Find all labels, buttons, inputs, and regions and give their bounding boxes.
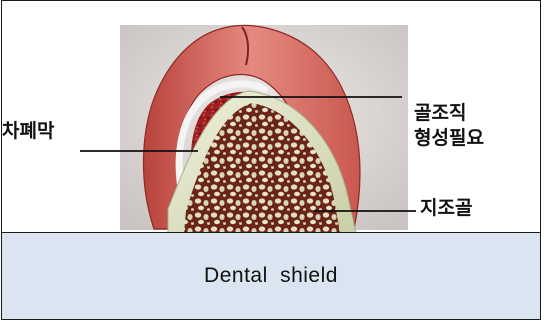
label-bone-formation-line2: 형성필요: [414, 128, 484, 150]
caption-band: Dental shield: [2, 233, 540, 319]
dental-illustration: 차폐막 골조직 형성필요 지조골: [2, 1, 540, 233]
label-bone-formation-line1: 골조직: [414, 103, 466, 125]
label-alveolar-bone: 지조골: [420, 198, 472, 220]
caption-text: Dental shield: [204, 264, 338, 288]
label-membrane: 차폐막: [2, 121, 54, 143]
